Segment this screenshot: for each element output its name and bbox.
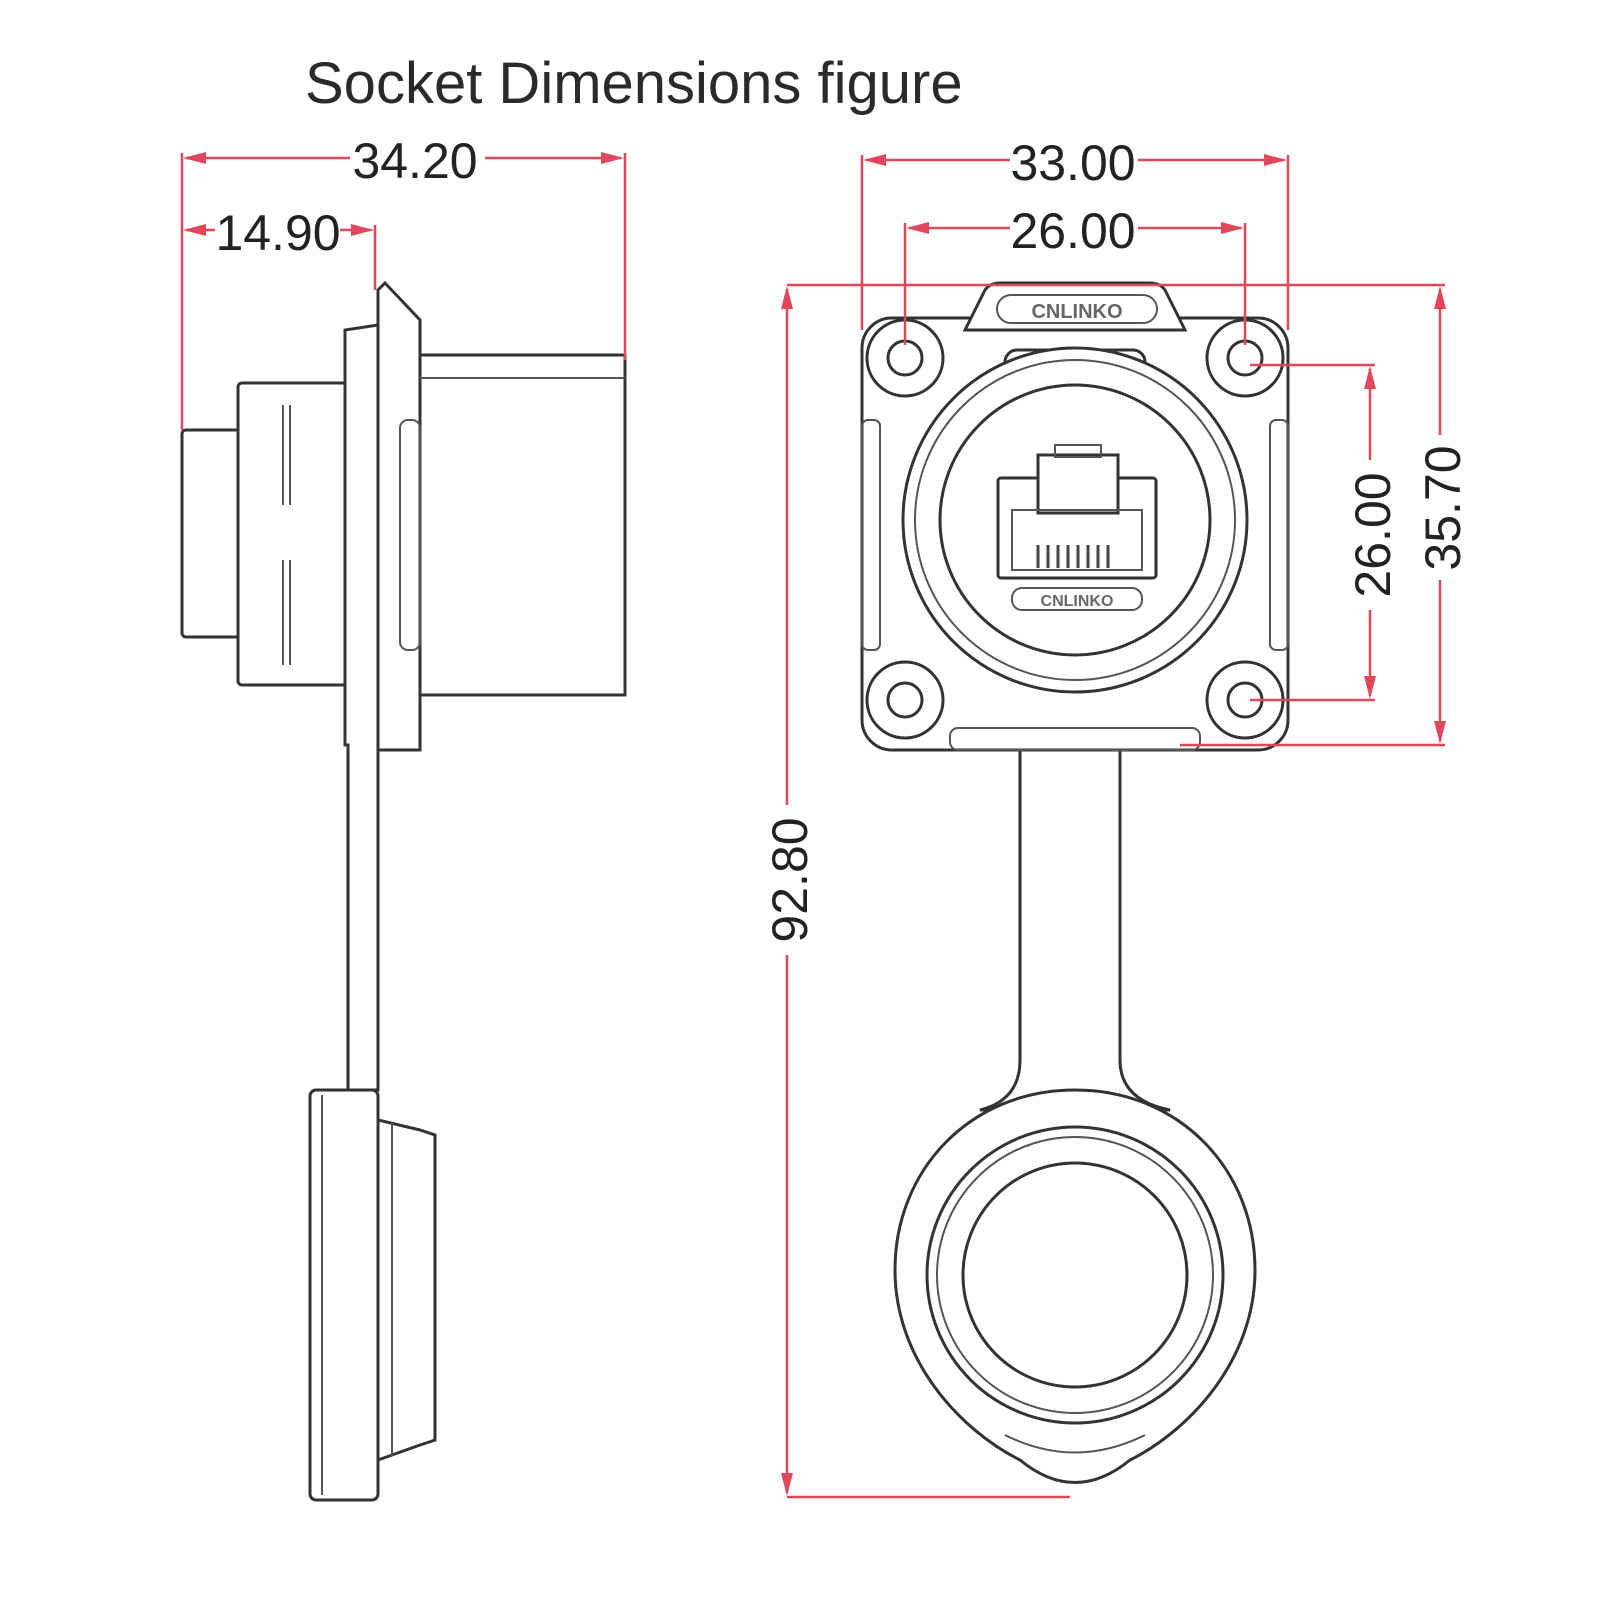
dimension-rear-depth: 14.90 bbox=[183, 205, 377, 290]
logo-text-top: CNLINKO bbox=[1031, 301, 1122, 323]
mounting-holes bbox=[865, 318, 1285, 740]
dim-label-35-70: 35.70 bbox=[1415, 445, 1471, 570]
dimension-flange-height: 35.70 bbox=[787, 283, 1471, 747]
logo-text-center: CNLINKO bbox=[1041, 593, 1114, 610]
dim-label-33-00: 33.00 bbox=[1010, 135, 1135, 191]
dimension-overall-depth: 34.20 bbox=[180, 133, 627, 430]
side-view bbox=[180, 280, 627, 1502]
front-view: CNLINKO CNLINKO bbox=[860, 281, 1290, 1484]
dimension-hole-spacing-vertical: 26.00 bbox=[1250, 363, 1401, 702]
dim-label-34-20: 34.20 bbox=[352, 133, 477, 189]
dimension-hole-spacing-horizontal: 26.00 bbox=[903, 203, 1247, 345]
dim-label-26-00-horizontal: 26.00 bbox=[1010, 203, 1135, 259]
dim-label-92-80: 92.80 bbox=[762, 817, 818, 942]
figure-title: Socket Dimensions figure bbox=[305, 51, 963, 116]
dim-label-26-00-vertical: 26.00 bbox=[1345, 472, 1401, 597]
dimension-overall-length: 92.80 bbox=[762, 286, 1070, 1499]
rj45-port-icon bbox=[996, 444, 1158, 580]
dimension-flange-width: 33.00 bbox=[860, 135, 1290, 330]
dim-label-14-90: 14.90 bbox=[215, 205, 340, 261]
